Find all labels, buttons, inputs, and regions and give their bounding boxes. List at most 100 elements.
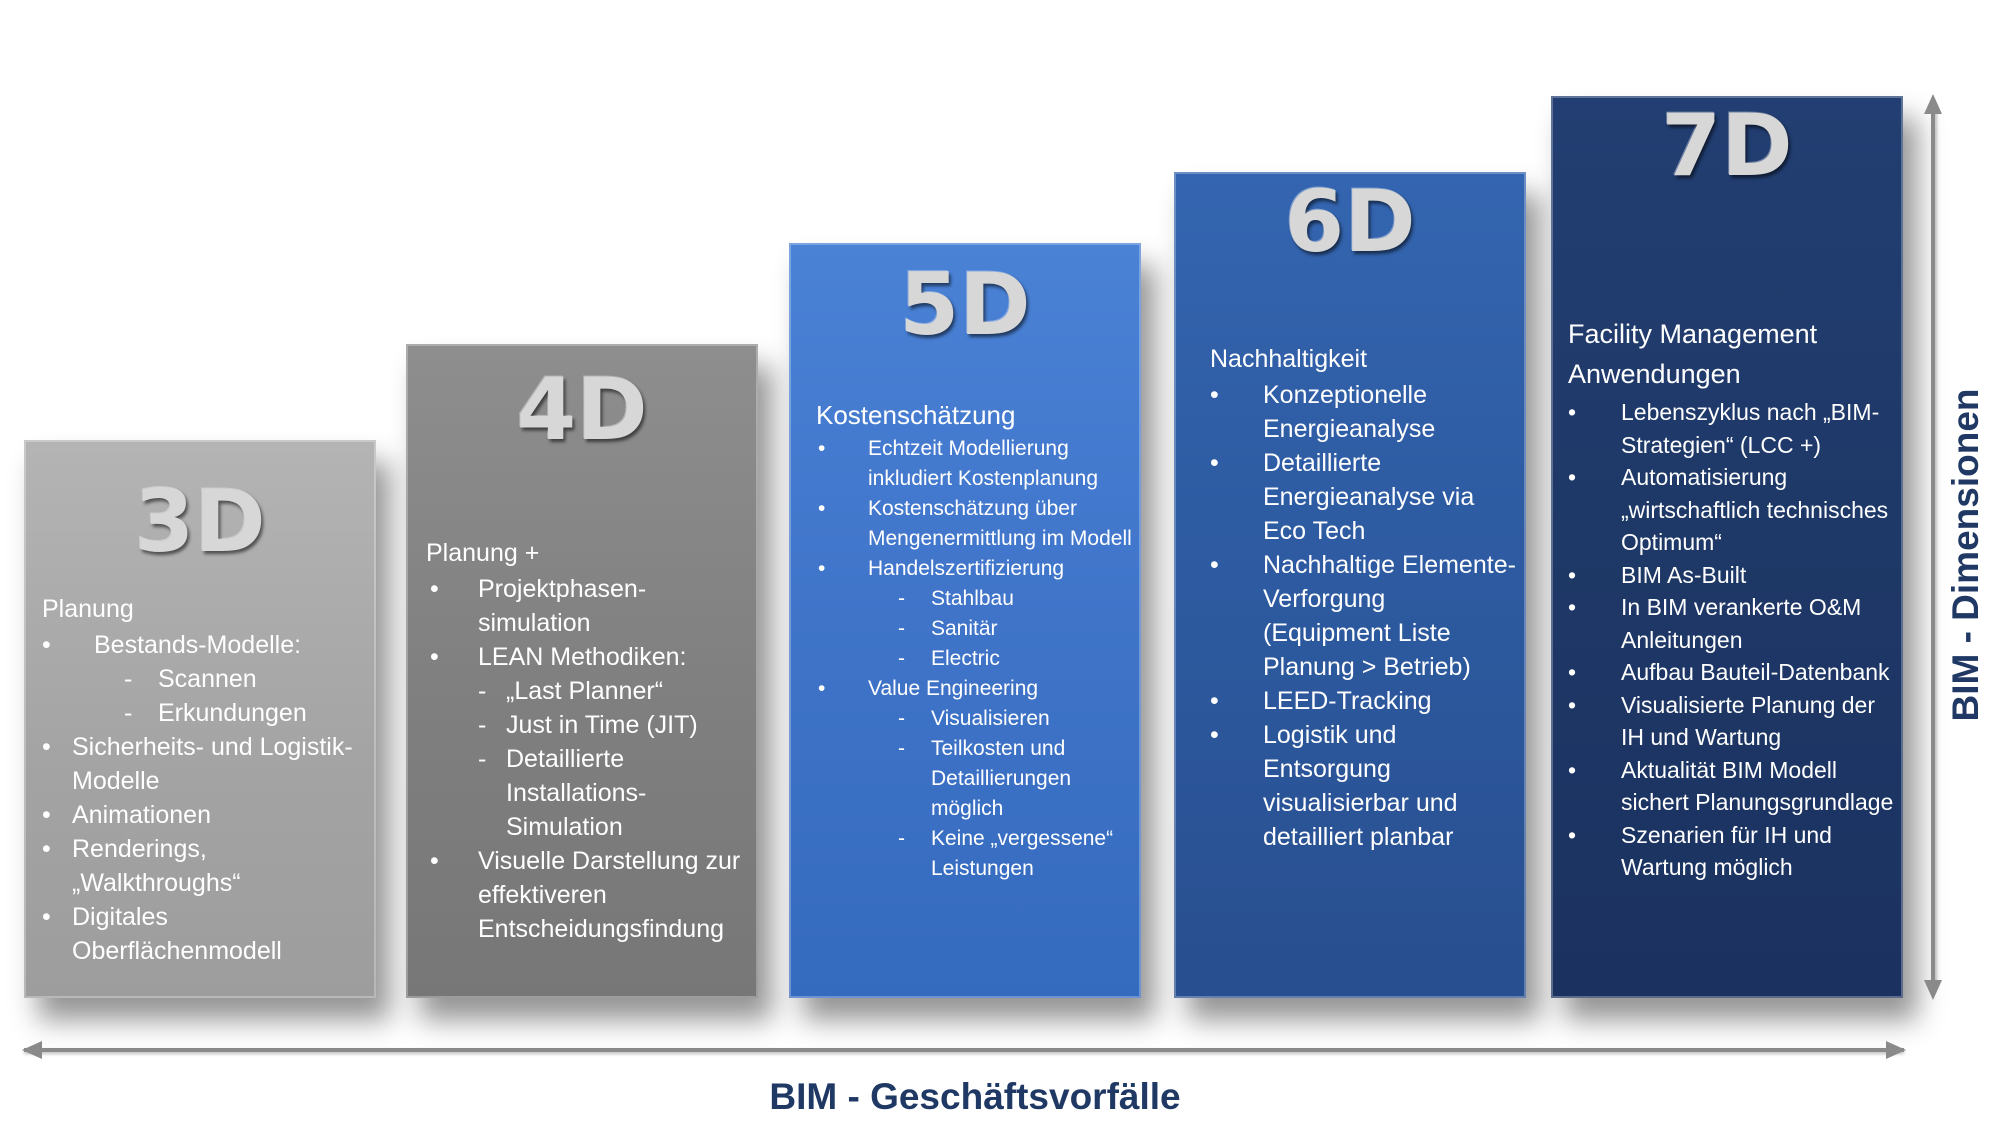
sub-item-text: Just in Time (JIT) <box>506 711 698 739</box>
list-item-text: Visuelle Darstellung zur effektiveren En… <box>478 847 741 943</box>
x-axis-arrow-left-icon <box>22 1041 42 1059</box>
list-item: • Kostenschätzung über Mengenermittlung … <box>816 494 1138 554</box>
sub-item-text: „Last Planner“ <box>506 677 664 705</box>
y-axis-line <box>1931 110 1935 988</box>
list-item-text: Handelszertifizierung <box>868 557 1065 580</box>
bullet: • <box>818 677 826 700</box>
list-item-text: LEED-Tracking <box>1263 687 1432 715</box>
sub-item: -Keine „vergessene“ Leistungen <box>868 824 1138 884</box>
bullet: • <box>1568 399 1577 425</box>
dash: - <box>478 745 487 773</box>
list-item-text: Digitales Oberflächenmodell <box>72 903 282 965</box>
list-item-text: Detaillierte Energieanalyse via Eco Tech <box>1263 449 1475 545</box>
dimension-label: 4D <box>516 360 648 460</box>
list-item: • Projektphasen-simulation <box>426 572 748 640</box>
dimension-label: 6D <box>1284 172 1416 272</box>
list-item: • Handelszertifizierung - Stahlbau - Sanit… <box>816 554 1138 674</box>
list-item-text: Renderings, „Walkthroughs“ <box>72 835 241 897</box>
list-item: • Konzeptionelle Energieanalyse <box>1210 378 1516 446</box>
list-item: • Automatisierung „wirtschaftlich techni… <box>1568 461 1896 559</box>
list-item-text: Aktualität BIM Modell sichert Planungsgr… <box>1621 756 1894 816</box>
list-item: • Detaillierte Energieanalyse via Eco Te… <box>1210 446 1516 548</box>
list-item-text: Konzeptionelle Energieanalyse <box>1263 381 1436 443</box>
dimension-heading: Nachhaltigkeit <box>1210 345 1368 373</box>
list-item-text: Szenarien für IH und Wartung möglich <box>1621 821 1832 881</box>
bullet: • <box>1210 381 1219 409</box>
dimension-label: 3D <box>134 472 266 572</box>
dimension-content: Planung • Bestands-Modelle: -Scannen -Er… <box>42 592 362 968</box>
dash: - <box>898 707 905 730</box>
dimension-6d-box: 6D Nachhaltigkeit • Konzeptionelle Energ… <box>1174 172 1526 998</box>
y-axis-label: BIM - Dimensionen <box>1945 388 1986 722</box>
list-item-text: Lebenszyklus nach „BIM-Strategien“ (LCC … <box>1621 399 1880 458</box>
dash: - <box>124 699 133 727</box>
list-item: • Lebenszyklus nach „BIM-Strategien“ (LC… <box>1568 396 1896 461</box>
sub-item-text: Scannen <box>158 665 257 693</box>
list-item: • Digitales Oberflächenmodell <box>42 900 362 968</box>
y-axis-arrow-down-icon <box>1924 980 1942 1000</box>
list-item: • Visuelle Darstellung zur effektiveren … <box>426 844 748 946</box>
bullet: • <box>430 643 439 671</box>
list-item: • Visualisierte Planung der IH und Wartu… <box>1568 689 1896 754</box>
list-item: • Nachhaltige Elemente-Verforgung (Equip… <box>1210 548 1516 684</box>
bullet: • <box>1568 821 1577 848</box>
bullet: • <box>1568 756 1577 783</box>
dash: - <box>898 827 905 850</box>
bullet: • <box>1568 561 1577 588</box>
dash: - <box>898 587 905 610</box>
list-item: • Sicherheits- und Logistik-Modelle <box>42 730 362 798</box>
bullet: • <box>1568 659 1577 685</box>
list-item: • LEAN Methodiken: -„Last Planner“ -Just… <box>426 640 748 844</box>
list-item: • In BIM verankerte O&M Anleitungen <box>1568 591 1896 656</box>
list-item-text: Value Engineering <box>868 677 1039 700</box>
sub-list: -„Last Planner“ -Just in Time (JIT) -Det… <box>478 674 748 844</box>
list-item-text: LEAN Methodiken: <box>478 643 687 671</box>
bullet: • <box>42 733 51 761</box>
dimension-4d-box: 4D Planung + • Projektphasen-simulation … <box>406 344 758 998</box>
list-item-text: Projektphasen-simulation <box>478 575 647 637</box>
list-item: • Aufbau Bauteil-Datenbank <box>1568 656 1896 689</box>
list-item: • LEED-Tracking <box>1210 684 1516 718</box>
sub-list: -Visualisieren - Teilkosten und Detaillie… <box>868 704 1138 884</box>
sub-item-text: Stahlbau <box>931 587 1014 610</box>
bullet: • <box>1568 691 1577 718</box>
list-item-text: BIM As-Built <box>1621 561 1747 588</box>
bullet: • <box>818 497 826 520</box>
list-item: • Bestands-Modelle: -Scannen -Erkundunge… <box>42 628 362 730</box>
list-item: • Animationen <box>42 798 362 832</box>
bullet: • <box>42 835 51 863</box>
sub-item: - Stahlbau <box>868 584 1138 614</box>
bullet: • <box>430 847 439 875</box>
list-item-text: Sicherheits- und Logistik-Modelle <box>72 733 353 795</box>
list-item: • Logistik und Entsorgung visualisierbar… <box>1210 718 1516 854</box>
feature-list: • Lebenszyklus nach „BIM-Strategien“ (LC… <box>1568 396 1896 884</box>
dimension-7d-box: 7D Facility Management Anwendungen • Leb… <box>1551 96 1903 998</box>
list-item-text: Echtzeit Modellierung inkludiert Kostenp… <box>868 437 1098 490</box>
sub-list: - Stahlbau - Sanitär - Electric <box>868 584 1138 674</box>
dimension-heading: Kostenschätzung <box>816 400 1016 430</box>
x-axis-label: BIM - Geschäftsvorfälle <box>769 1076 1181 1117</box>
sub-item-text: Erkundungen <box>158 699 307 727</box>
bullet: • <box>1210 551 1219 579</box>
list-item-text: Animationen <box>72 801 211 829</box>
dash: - <box>478 677 487 705</box>
sub-item: -Visualisieren <box>868 704 1138 734</box>
sub-item: - Teilkosten und Detaillierungen möglich <box>868 734 1138 824</box>
list-item-text: Bestands-Modelle: <box>94 631 302 659</box>
sub-item-text: Detaillierte Installations-Simulation <box>506 745 647 841</box>
dimension-label: 5D <box>899 255 1031 355</box>
y-axis-arrow-up-icon <box>1924 94 1942 114</box>
sub-item-text: Sanitär <box>931 617 998 640</box>
dash: - <box>898 617 905 640</box>
sub-item-text: Electric <box>931 647 1000 670</box>
sub-list: -Scannen -Erkundungen <box>94 662 362 730</box>
bullet: • <box>818 557 826 580</box>
bullet: • <box>1210 449 1219 477</box>
list-item-text: Nachhaltige Elemente-Verforgung (Equipme… <box>1263 551 1516 681</box>
bullet: • <box>1568 594 1577 620</box>
bullet: • <box>1568 464 1577 490</box>
bullet: • <box>42 801 51 829</box>
dash: - <box>898 737 905 760</box>
sub-item-text: Teilkosten und Detaillierungen möglich <box>931 737 1072 820</box>
sub-item: -Just in Time (JIT) <box>478 708 748 742</box>
